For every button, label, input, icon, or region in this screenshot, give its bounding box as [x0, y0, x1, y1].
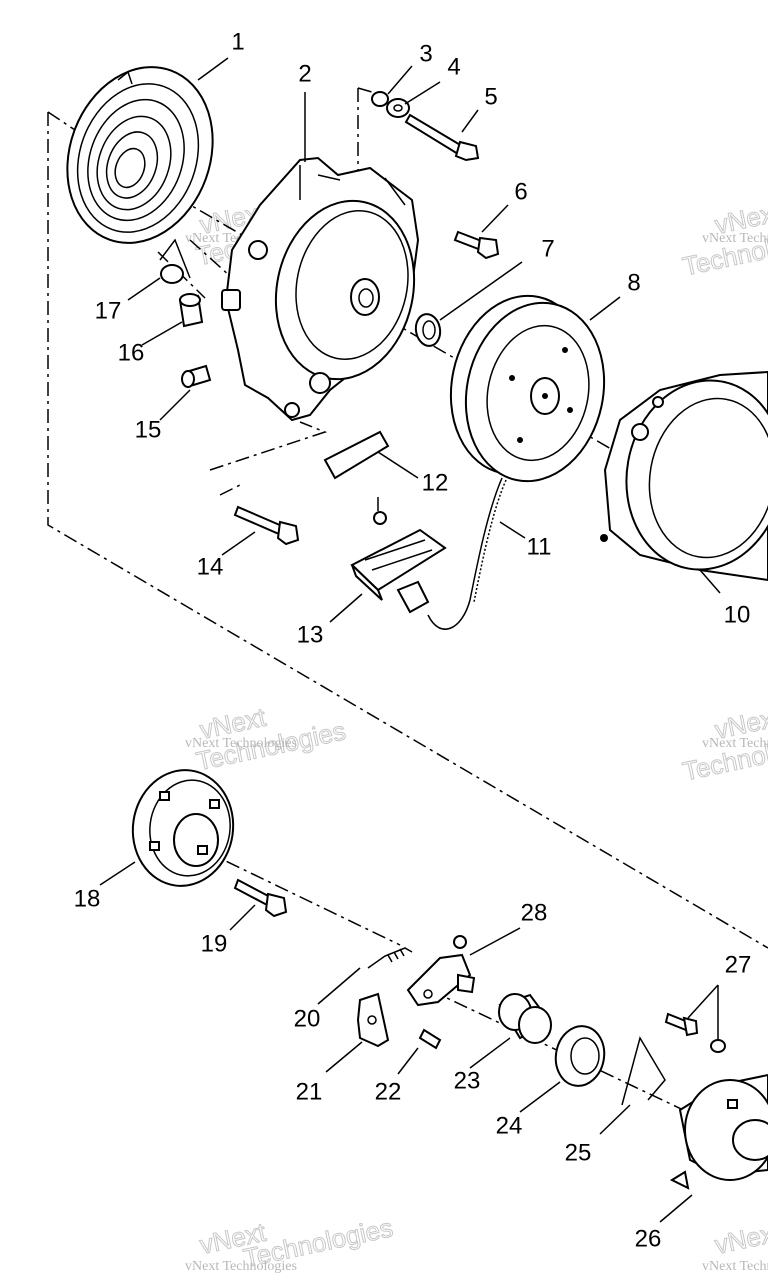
part-label-18: 18: [74, 885, 101, 912]
part-label-23: 23: [454, 1067, 481, 1094]
watermark: vNext vNext Technologies: [702, 1216, 768, 1274]
leader-lines: [99, 57, 721, 1223]
part-23-drum: [498, 993, 552, 1044]
part-20-spring: [367, 947, 413, 969]
part-number-labels: 1 2 3 4 5 6 7 8 10 11 12 13 14 15 16 17 …: [74, 28, 752, 1252]
part-6-screw: [453, 230, 500, 260]
part-2-starter-housing: [221, 156, 420, 422]
part-label-26: 26: [635, 1225, 662, 1252]
part-label-13: 13: [297, 621, 324, 648]
svg-text:vNext: vNext: [712, 1217, 768, 1260]
part-22-pin: [418, 1028, 442, 1050]
part-28-pawl-assembly: [406, 935, 476, 1007]
part-label-3: 3: [419, 40, 432, 67]
part-3-nut: [371, 91, 389, 107]
part-14-bolt: [233, 505, 300, 546]
part-label-22: 22: [375, 1078, 402, 1105]
part-label-19: 19: [201, 930, 228, 957]
part-label-25: 25: [565, 1139, 592, 1166]
svg-text:vNext Technologies: vNext Technologies: [702, 1259, 768, 1274]
watermark: vNext Technologies vNext Technologies: [185, 1212, 396, 1274]
svg-text:vNext Technologies: vNext Technologies: [185, 736, 297, 751]
part-16-pivot: [178, 293, 204, 328]
part-25-spring-wire: [621, 1036, 666, 1106]
part-label-24: 24: [496, 1112, 523, 1139]
part-4-washer: [386, 98, 410, 118]
part-label-20: 20: [294, 1005, 321, 1032]
part-7-bushing: [414, 313, 442, 347]
part-10-cover: [600, 370, 768, 582]
part-17-washer: [160, 264, 184, 284]
watermark: vNext Technologies vNext Technologies: [680, 701, 768, 787]
part-label-10: 10: [724, 601, 751, 628]
part-1-recoil-spring: [66, 66, 214, 244]
part-13-handle: [350, 511, 447, 614]
part-21-pawl: [356, 992, 390, 1048]
part-label-11: 11: [527, 533, 552, 560]
part-15-spacer: [181, 364, 212, 388]
svg-text:vNext Technologies: vNext Technologies: [702, 231, 768, 246]
part-label-4: 4: [447, 53, 460, 80]
watermark: vNext Technologies vNext Technologies: [185, 701, 349, 777]
part-label-16: 16: [118, 339, 145, 366]
part-label-17: 17: [95, 297, 122, 324]
part-label-7: 7: [541, 235, 554, 262]
part-12-insert: [323, 430, 390, 480]
part-label-6: 6: [514, 178, 527, 205]
part-5-bolt: [404, 113, 480, 162]
part-19-bolt: [233, 878, 288, 918]
part-label-2: 2: [298, 60, 311, 87]
part-8-pulley: [449, 294, 606, 483]
part-label-8: 8: [627, 269, 640, 296]
part-label-15: 15: [135, 416, 162, 443]
part-label-5: 5: [484, 83, 497, 110]
part-18-ratchet-cup: [131, 769, 235, 887]
svg-text:vNext Technologies: vNext Technologies: [702, 736, 768, 751]
watermark: vNext Technologies vNext Technologies: [680, 196, 768, 282]
part-24-friction-plate: [554, 1025, 606, 1087]
part-label-1: 1: [231, 28, 244, 55]
part-27-screw-washer: [664, 1012, 726, 1053]
part-11-rope: [427, 477, 507, 630]
part-label-14: 14: [197, 553, 224, 580]
part-label-27: 27: [725, 951, 752, 978]
svg-text:vNext Technologies: vNext Technologies: [185, 1259, 297, 1274]
part-label-12: 12: [422, 469, 449, 496]
part-26-plate: [669, 1073, 768, 1190]
part-label-28: 28: [521, 899, 548, 926]
part-label-21: 21: [296, 1078, 323, 1105]
